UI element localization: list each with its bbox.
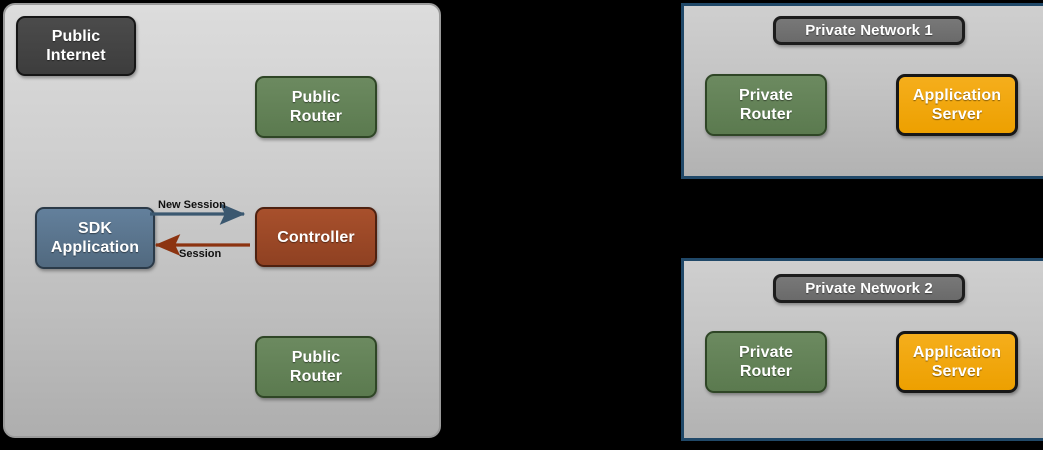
private-network-1-title: Private Network 1 [805,22,933,39]
node-public-router-top-label-line1: Public [291,89,341,106]
private-network-2-title-badge: Private Network 2 [773,274,965,303]
node-private-router-1[interactable]: Private Router [705,74,827,136]
node-controller[interactable]: Controller [255,207,377,267]
node-public-internet-label-line2: Internet [46,47,106,64]
private-network-2-panel: Private Network 2 Private Router Applica… [681,258,1043,441]
node-application-server-1-label-line1: Application [912,87,1002,104]
node-public-router-top-label-line2: Router [289,108,343,125]
node-sdk-application-label-line2: Application [50,239,140,256]
node-application-server-1-label-line2: Server [931,106,983,123]
node-public-router-top[interactable]: Public Router [255,76,377,138]
private-network-1-panel: Private Network 1 Private Router Applica… [681,3,1043,179]
node-controller-label-line1: Controller [277,228,355,246]
node-sdk-application-label-line1: SDK [77,220,113,237]
node-public-router-bottom-label-line2: Router [289,368,343,385]
edge-label-session: Session [179,248,222,260]
node-application-server-2-label-line2: Server [931,363,983,380]
node-sdk-application[interactable]: SDK Application [35,207,155,269]
edge-label-new-session: New Session [158,199,226,211]
node-application-server-2[interactable]: Application Server [896,331,1018,393]
node-public-router-bottom[interactable]: Public Router [255,336,377,398]
node-application-server-1[interactable]: Application Server [896,74,1018,136]
node-private-router-1-label-line1: Private [738,87,794,104]
node-public-internet[interactable]: Public Internet [16,16,136,76]
node-private-router-2-label-line2: Router [739,363,793,380]
node-public-internet-label-line1: Public [51,28,101,45]
node-application-server-2-label-line1: Application [912,344,1002,361]
private-network-1-title-badge: Private Network 1 [773,16,965,45]
public-internet-panel: Public Internet Public Router SDK Applic… [3,3,441,438]
node-private-router-2[interactable]: Private Router [705,331,827,393]
node-public-router-bottom-label-line1: Public [291,349,341,366]
node-private-router-2-label-line1: Private [738,344,794,361]
node-private-router-1-label-line2: Router [739,106,793,123]
private-network-2-title: Private Network 2 [805,280,933,297]
